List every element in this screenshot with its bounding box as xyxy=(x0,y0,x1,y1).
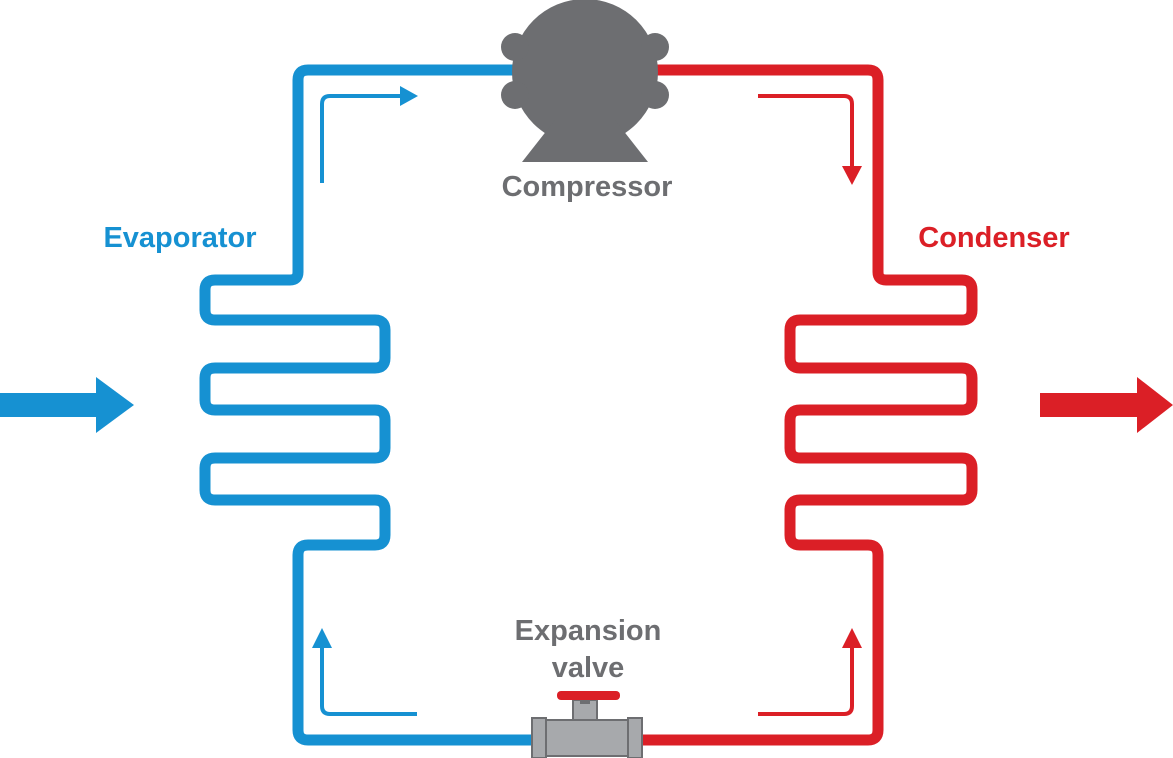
compressor-icon xyxy=(501,0,669,162)
evaporator-label: Evaporator xyxy=(103,222,256,254)
compressor-label: Compressor xyxy=(502,171,673,203)
expansion-valve-icon xyxy=(531,691,643,758)
flow-arrow-condenser-top-icon xyxy=(758,94,862,185)
flow-arrow-evaporator-top-icon xyxy=(320,86,418,183)
expansion-valve-label-line2: valve xyxy=(552,652,625,684)
expansion-valve-label-line1: Expansion xyxy=(515,615,662,647)
condenser-pipe xyxy=(640,64,978,746)
flow-arrow-condenser-bottom-icon xyxy=(758,628,862,716)
heat-out-arrow-icon xyxy=(1040,377,1173,433)
heat-in-arrow-icon xyxy=(0,377,134,433)
evaporator-pipe xyxy=(199,64,535,746)
flow-arrow-evaporator-bottom-icon xyxy=(312,628,417,716)
condenser-label: Condenser xyxy=(918,222,1069,254)
